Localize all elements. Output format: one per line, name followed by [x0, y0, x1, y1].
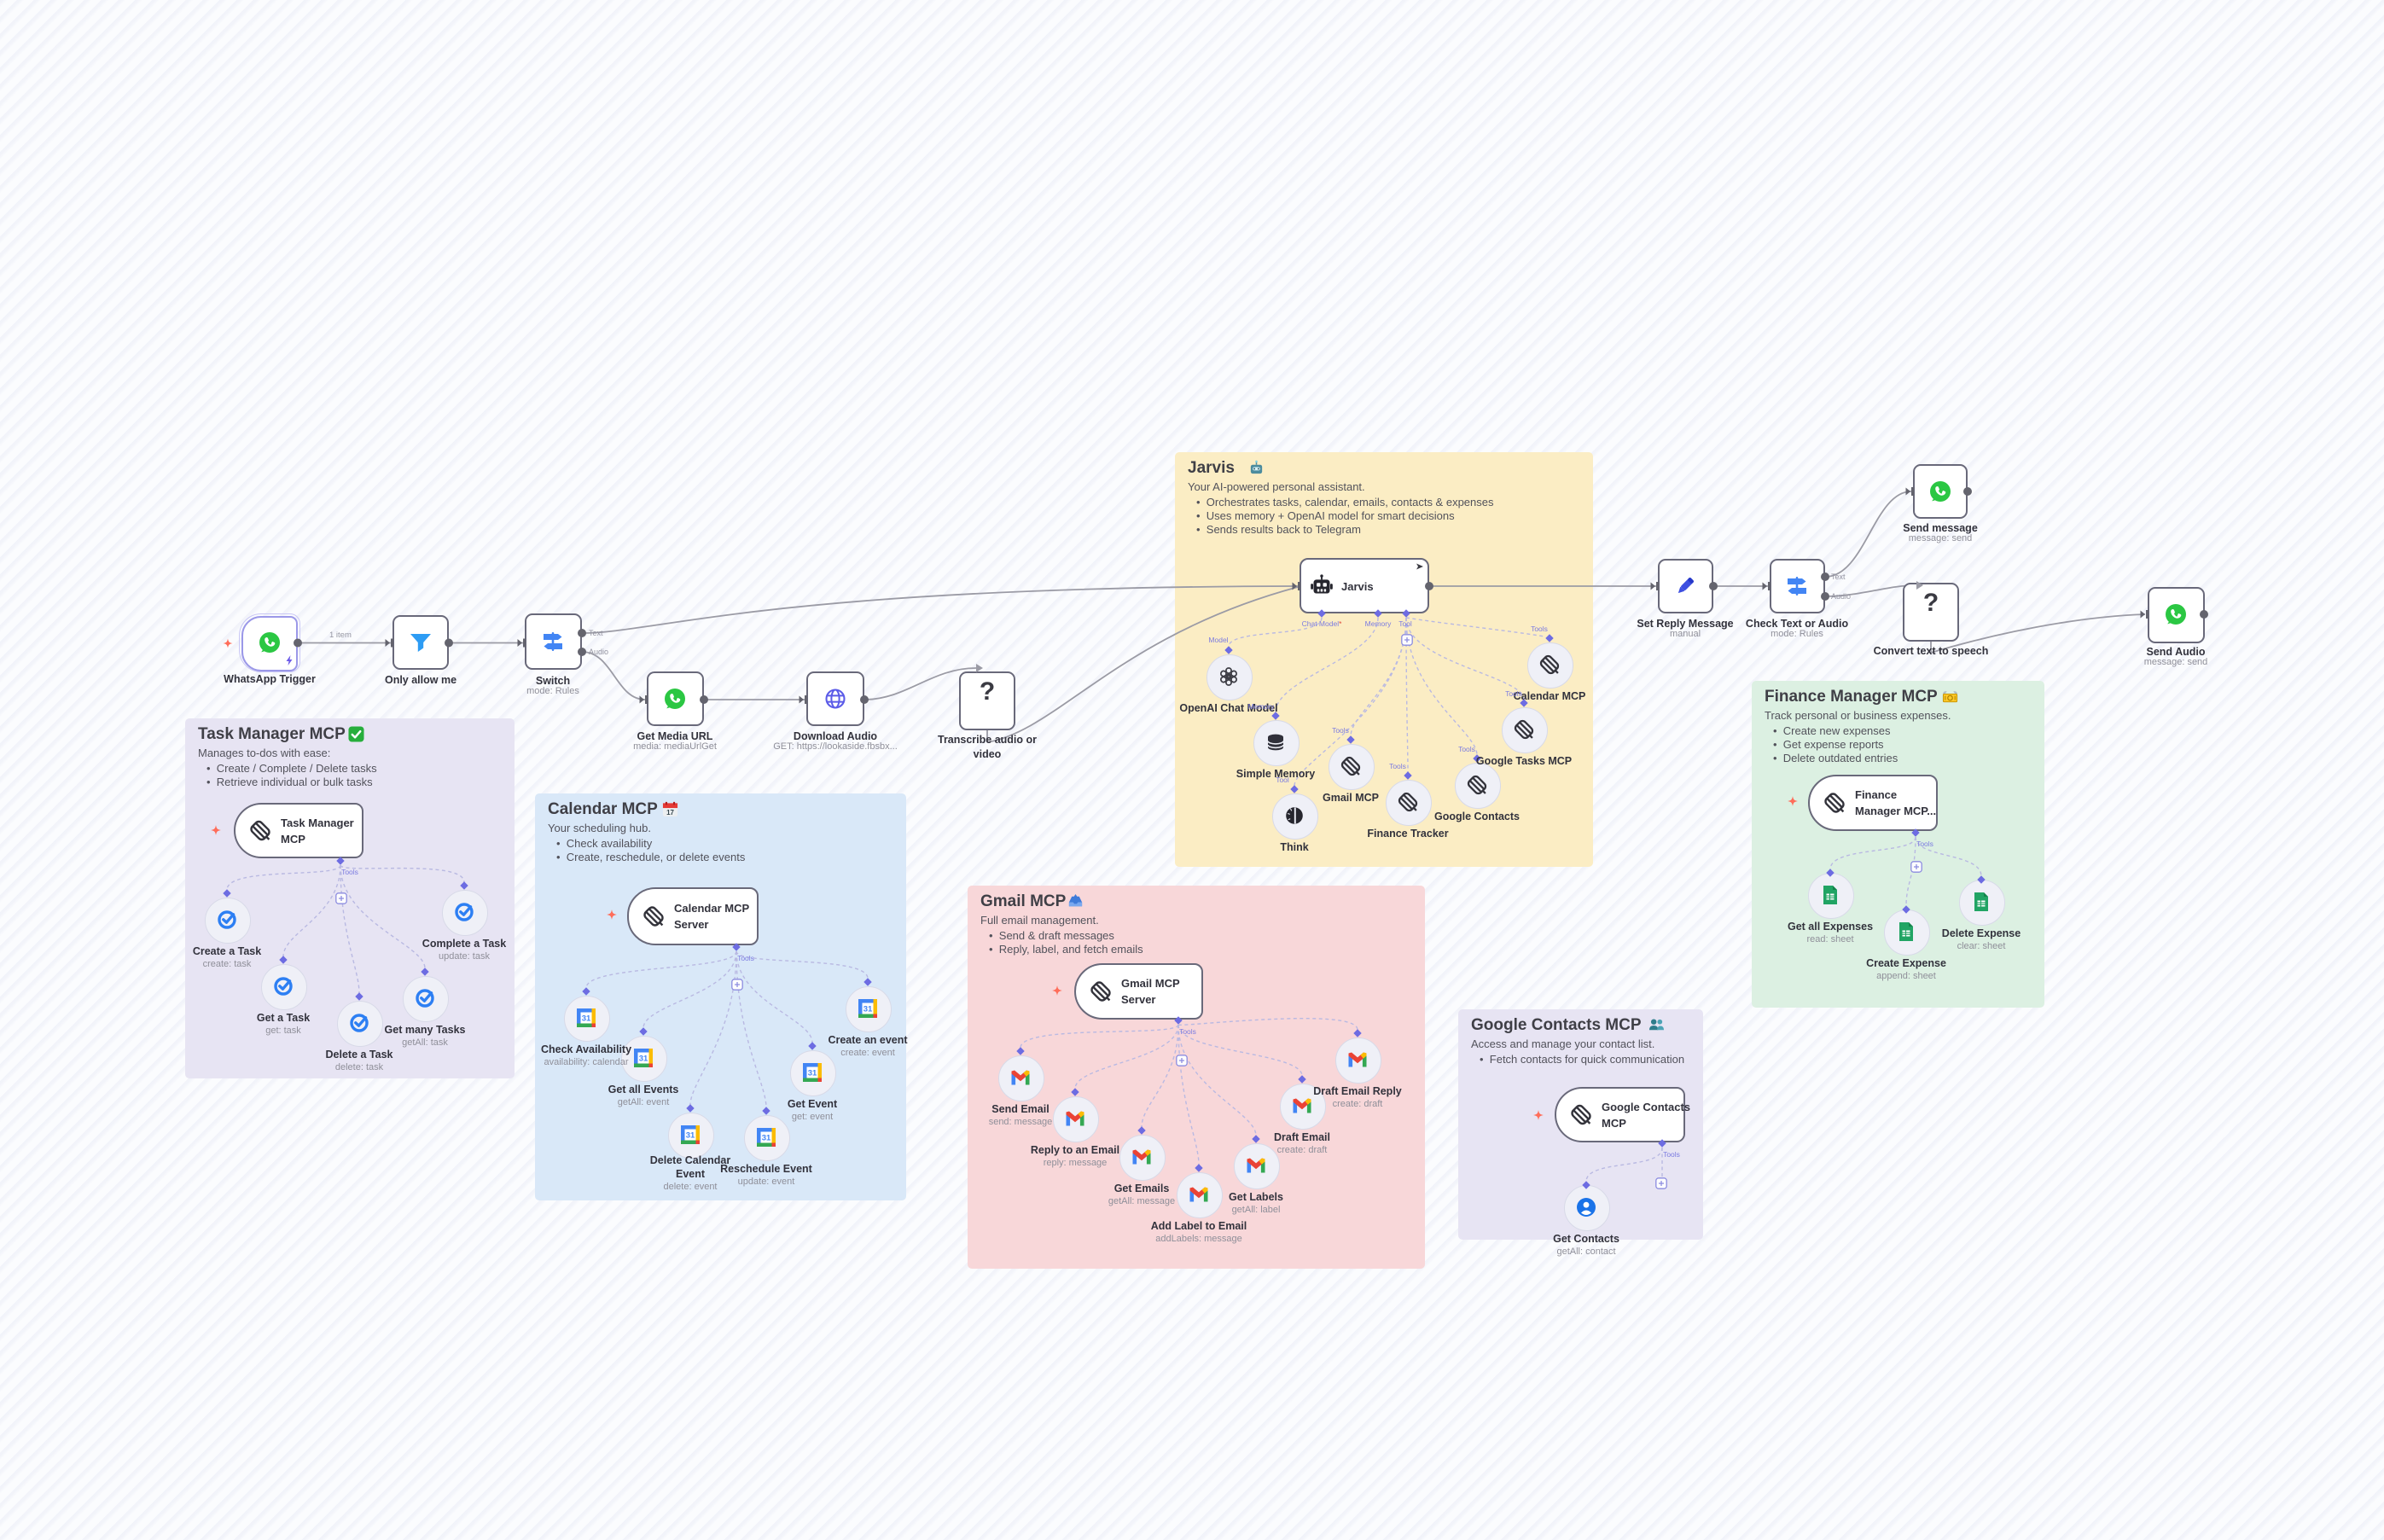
svg-text:31: 31 — [686, 1131, 695, 1141]
svg-text:31: 31 — [808, 1069, 817, 1078]
svg-text:17: 17 — [666, 809, 674, 816]
svg-text:31: 31 — [639, 1055, 648, 1064]
svg-text:31: 31 — [863, 1005, 873, 1014]
svg-text:31: 31 — [762, 1134, 771, 1143]
svg-text:?: ? — [980, 677, 995, 706]
svg-text:31: 31 — [582, 1014, 591, 1024]
svg-text:?: ? — [1923, 589, 1939, 617]
